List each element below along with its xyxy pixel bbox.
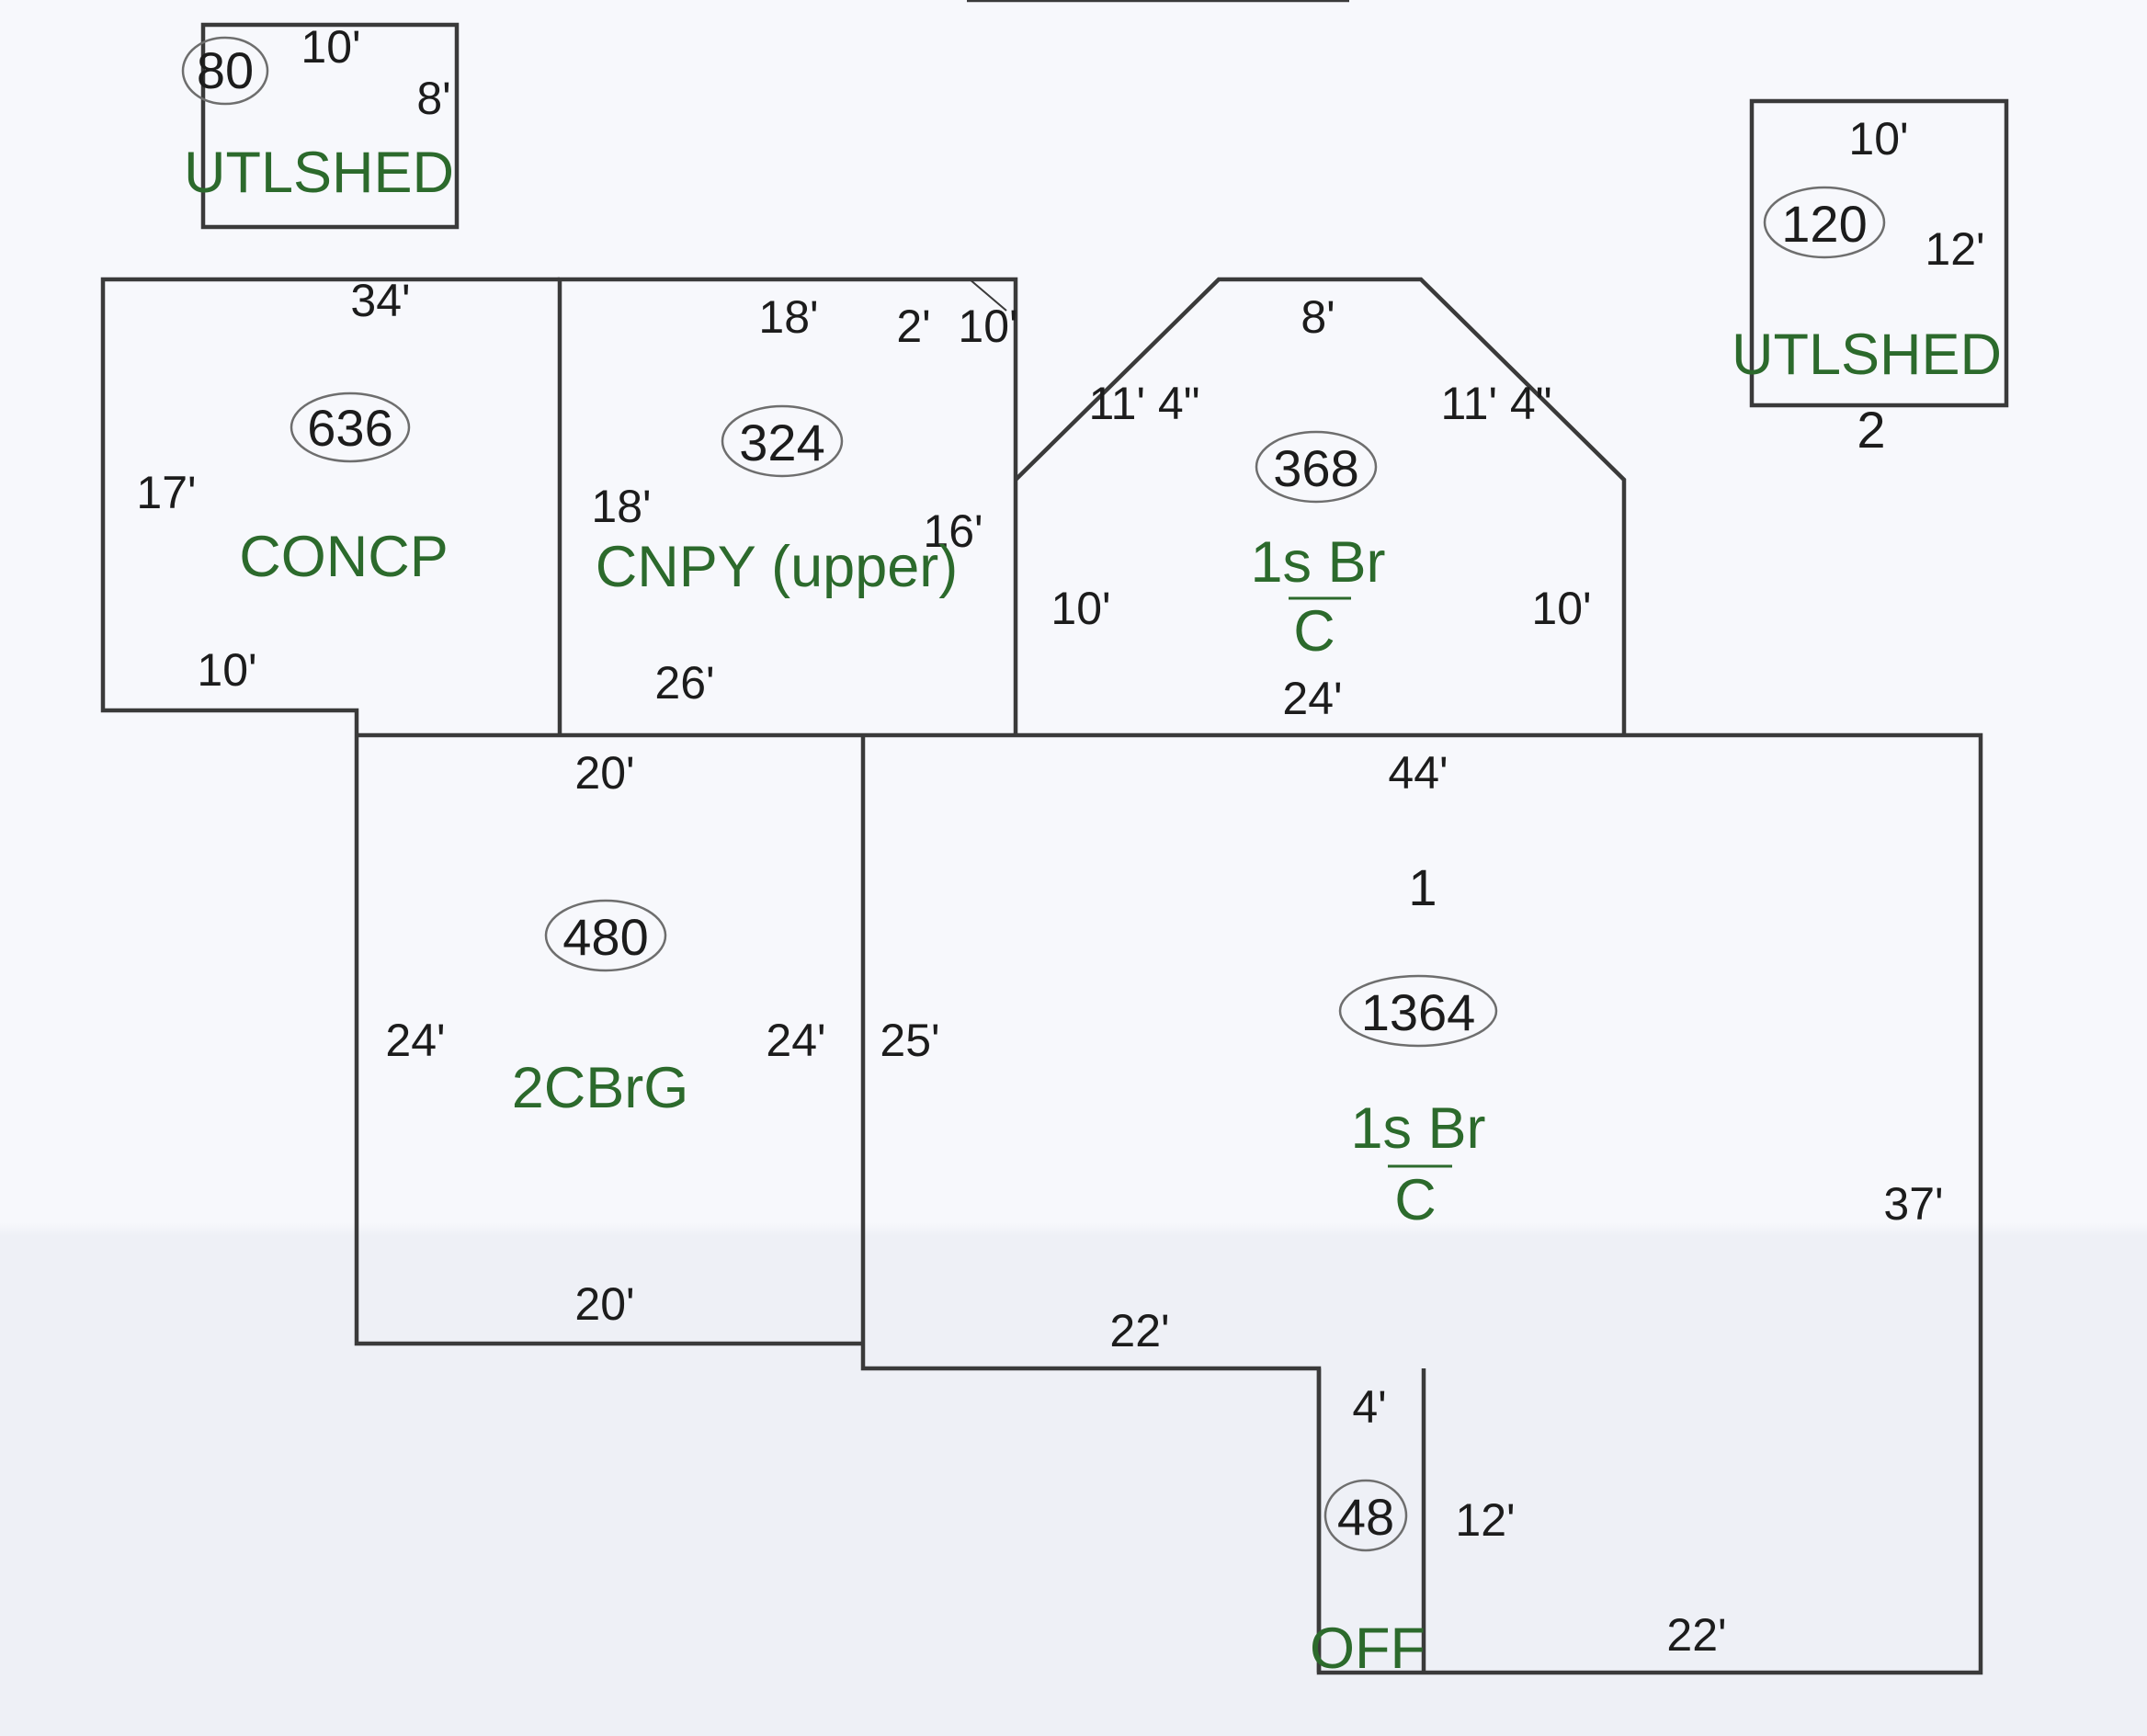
- concp-dim-bottom: 10': [197, 644, 256, 696]
- br-upper-dim-bottom: 24': [1282, 673, 1342, 724]
- off-dim-right: 12': [1455, 1494, 1515, 1546]
- br-upper-label-top: 1s Br: [1250, 530, 1385, 595]
- cnpy-dim-bottom: 26': [654, 657, 714, 709]
- utlshed-left: 80 10' 8' UTLSHED: [181, 21, 460, 230]
- utlshed-right-dim-right: 12': [1925, 223, 1984, 275]
- garage-area-ellipse: [544, 899, 667, 972]
- cnpy-dim-right: 16': [923, 505, 983, 557]
- concp-section: 34' 636 17' CONCP 10': [100, 275, 560, 735]
- utlshed-right: 10' 120 12' UTLSHED 2: [1732, 98, 2009, 459]
- utlshed-right-label: UTLSHED: [1732, 323, 2002, 387]
- cnpy-dim-corner-a: 2': [896, 301, 930, 352]
- main-dim-bottom-left: 22': [1109, 1305, 1169, 1356]
- garage-outline: [354, 735, 863, 1346]
- br-upper-section: 8' 11' 4" 11' 4" 368 1s Br C 10' 10' 24': [1014, 277, 1627, 735]
- br-upper-dim-left: 10': [1051, 583, 1110, 634]
- cnpy-section: 18' 2' 10' 324 18' 16' CNPY (upper) 26': [557, 277, 1018, 735]
- garage-dim-left: 24': [385, 1015, 445, 1066]
- cnpy-dim-left: 18': [591, 481, 651, 532]
- utlshed-left-area-ellipse: [181, 36, 269, 106]
- br-upper-label-bottom: C: [1293, 599, 1335, 664]
- garage-area: 480: [562, 908, 648, 966]
- utlshed-right-outline: [1749, 98, 2009, 408]
- utlshed-right-dim-top: 10': [1848, 113, 1908, 165]
- utlshed-right-area-ellipse: [1763, 186, 1886, 259]
- utlshed-left-outline: [200, 22, 460, 230]
- br-upper-dim-right: 10': [1531, 583, 1591, 634]
- cnpy-corner-line: [969, 278, 1007, 312]
- utlshed-left-area: 80: [197, 41, 254, 99]
- off-label: OFF: [1310, 1617, 1426, 1681]
- garage-label: 2CBrG: [512, 1056, 689, 1120]
- off-dim-top: 4': [1352, 1381, 1386, 1433]
- concp-dim-left: 17': [136, 467, 196, 518]
- concp-area-ellipse: [290, 391, 411, 463]
- utlshed-right-area: 120: [1781, 195, 1867, 253]
- main-dim-right: 37': [1883, 1178, 1943, 1230]
- garage-section: 20' 480 24' 24' 2CBrG 20': [354, 732, 863, 1346]
- cnpy-label: CNPY (upper): [596, 535, 959, 599]
- br-upper-area: 368: [1273, 439, 1358, 497]
- concp-dim-top: 34': [350, 275, 410, 326]
- utlshed-left-dim-right: 8': [416, 73, 450, 124]
- br-upper-dim-diag-left: 11' 4": [1089, 378, 1200, 429]
- main-area: 1364: [1361, 983, 1476, 1041]
- utlshed-right-id: 2: [1857, 401, 1885, 459]
- br-upper-dim-diag-right: 11' 4": [1441, 378, 1552, 429]
- br-upper-dim-top: 8': [1301, 291, 1335, 343]
- main-dim-left: 25': [880, 1015, 939, 1066]
- cnpy-dim-top: 18': [758, 291, 818, 343]
- garage-dim-right: 24': [766, 1015, 825, 1066]
- cnpy-area-ellipse: [721, 404, 844, 478]
- main-id: 1: [1408, 858, 1437, 916]
- concp-area: 636: [307, 399, 392, 457]
- garage-dim-bottom: 20': [574, 1278, 634, 1330]
- main-dim-top: 44': [1388, 747, 1448, 799]
- utlshed-left-dim-top: 10': [301, 21, 360, 73]
- utlshed-left-label: UTLSHED: [184, 141, 454, 205]
- off-area: 48: [1337, 1488, 1394, 1546]
- cnpy-dim-corner-b: 10': [958, 301, 1017, 352]
- main-dim-bottom-right: 22': [1666, 1609, 1726, 1661]
- off-area-ellipse: [1323, 1479, 1408, 1552]
- main-area-ellipse: [1338, 974, 1498, 1048]
- concp-label: CONCP: [239, 525, 449, 589]
- main-label-bottom: C: [1394, 1168, 1437, 1232]
- main-label-top: 1s Br: [1350, 1096, 1485, 1161]
- br-upper-area-ellipse: [1255, 430, 1378, 504]
- off-section: 4' 48 12' OFF: [1310, 1368, 1516, 1681]
- garage-dim-top: 20': [574, 747, 634, 799]
- br-upper-outline: [1014, 277, 1627, 735]
- cnpy-outline: [557, 277, 1018, 735]
- concp-outline: [100, 277, 560, 735]
- cnpy-area: 324: [739, 414, 824, 471]
